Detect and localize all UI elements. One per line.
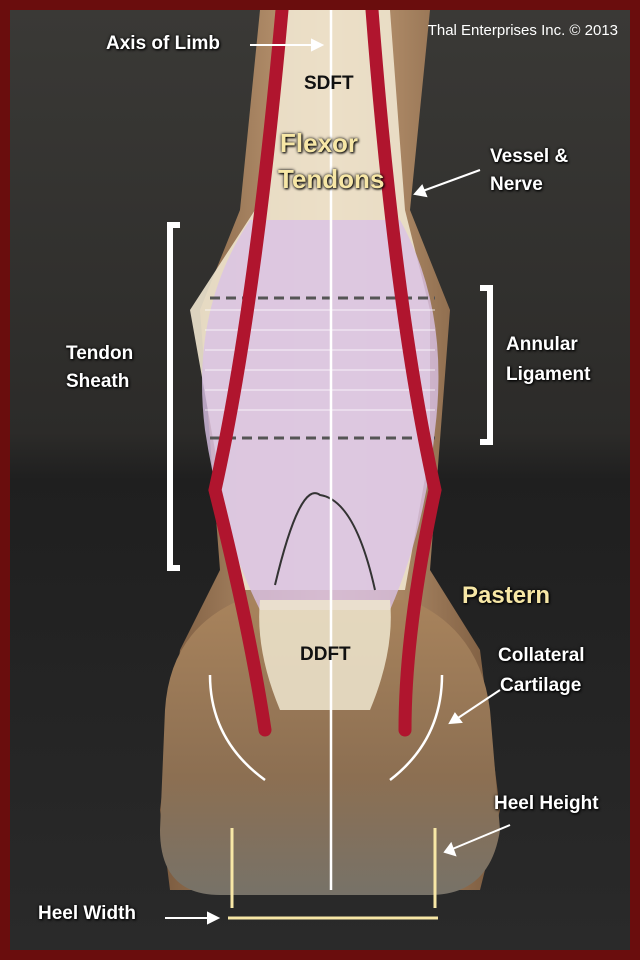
heel-measure-lines [228, 828, 438, 920]
label-ddft: DDFT [300, 644, 351, 665]
label-nerve: Nerve [490, 174, 543, 195]
ddft-outline [274, 492, 376, 591]
tendon-sheath-bracket [167, 222, 180, 571]
label-heel-height: Heel Height [494, 793, 599, 814]
collateral-cartilage-left [208, 674, 266, 782]
annular-ligament-bracket [480, 285, 493, 445]
label-cartilage: Cartilage [500, 675, 582, 696]
label-annular: Annular [506, 334, 578, 355]
label-tendon: Tendon [66, 343, 134, 364]
hoof-anatomy-illustration [10, 10, 630, 950]
label-axis-of-limb: Axis of Limb [106, 33, 221, 54]
collateral-cartilage-right [389, 674, 444, 781]
label-ligament: Ligament [506, 364, 591, 385]
label-collateral: Collateral [498, 645, 585, 666]
ddft [259, 600, 391, 710]
vessel-nerve-left [208, 10, 289, 737]
label-pastern: Pastern [462, 582, 551, 609]
copyright-credit: Thal Enterprises Inc. © 2013 [427, 22, 618, 39]
label-flexor: Flexor [280, 128, 359, 158]
label-heel-width: Heel Width [38, 903, 136, 924]
pointer-arrows [165, 38, 511, 925]
label-tendons: Tendons [278, 164, 385, 194]
label-sdft: SDFT [304, 73, 354, 94]
label-vessel: Vessel & [490, 146, 569, 167]
vessel-nerve-right [365, 10, 442, 737]
tendon-sheath-shape [202, 220, 439, 610]
label-sheath: Sheath [66, 371, 130, 392]
